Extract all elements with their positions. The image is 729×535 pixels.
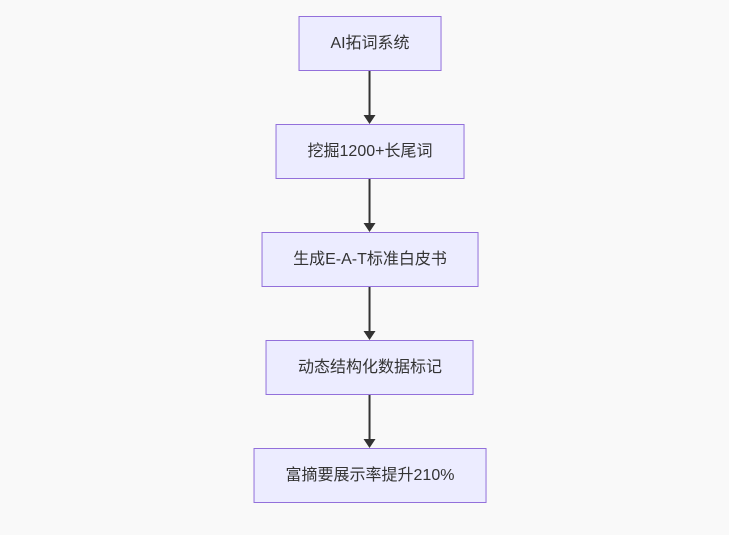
edge-line <box>369 395 371 439</box>
flow-edge-1 <box>364 71 376 124</box>
flow-node-label: 富摘要展示率提升210% <box>285 466 455 484</box>
arrowhead-down-icon <box>364 115 376 124</box>
flow-node-structured-data: 动态结构化数据标记 <box>265 340 474 395</box>
flow-node-longtail-mining: 挖掘1200+长尾词 <box>275 124 465 179</box>
flow-node-ai-word-system: AI拓词系统 <box>298 16 442 71</box>
flow-node-label: 挖掘1200+长尾词 <box>307 142 433 160</box>
flow-edge-2 <box>364 179 376 232</box>
edge-line <box>369 71 371 115</box>
flow-node-eat-whitepaper: 生成E-A-T标准白皮书 <box>261 232 479 287</box>
flow-node-label: AI拓词系统 <box>330 34 410 52</box>
flowchart-canvas: AI拓词系统 挖掘1200+长尾词 生成E-A-T标准白皮书 动态结构化数据标记… <box>253 16 487 503</box>
edge-line <box>369 287 371 331</box>
flow-edge-3 <box>364 287 376 340</box>
flow-edge-4 <box>364 395 376 448</box>
edge-line <box>369 179 371 223</box>
flow-node-label: 生成E-A-T标准白皮书 <box>293 250 447 268</box>
arrowhead-down-icon <box>364 223 376 232</box>
flow-node-label: 动态结构化数据标记 <box>297 358 442 376</box>
arrowhead-down-icon <box>364 331 376 340</box>
flow-node-rich-snippet-result: 富摘要展示率提升210% <box>253 448 487 503</box>
arrowhead-down-icon <box>364 439 376 448</box>
